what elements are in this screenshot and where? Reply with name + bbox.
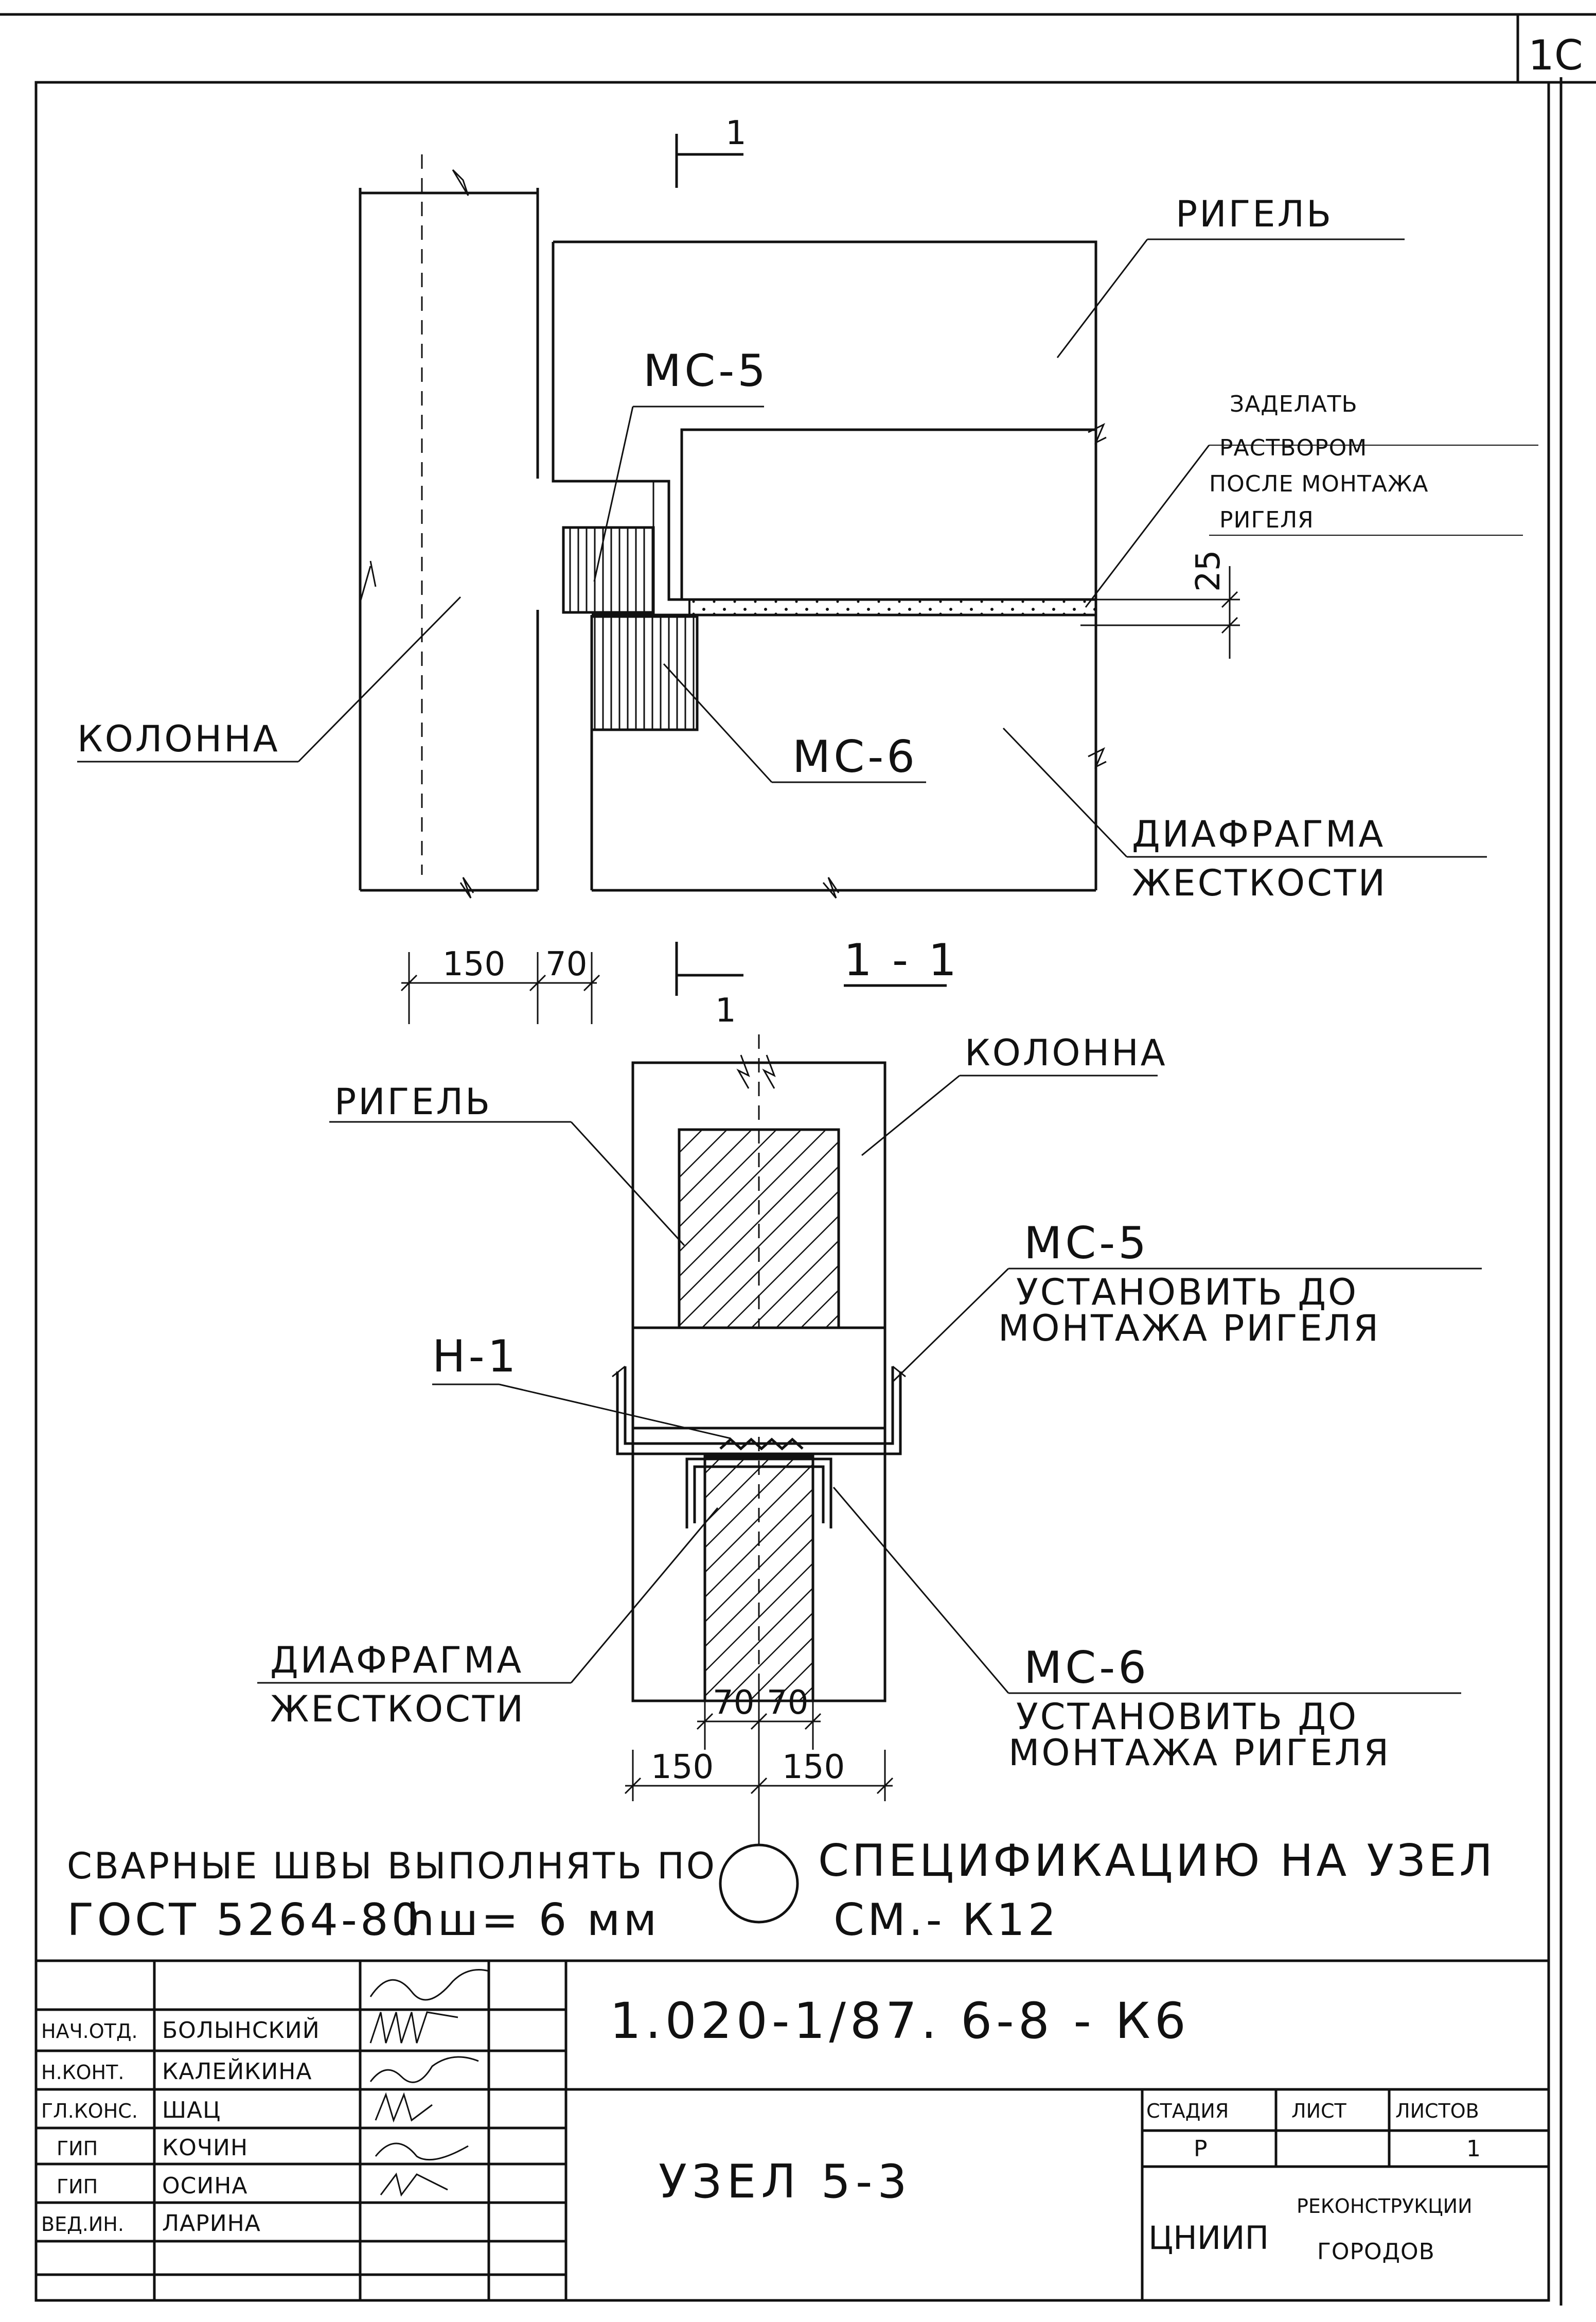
label-n1: Н-1 [432,1331,519,1382]
section-rigel-base [631,1326,886,1430]
spec-note-1: СПЕЦИФИКАЦИЮ НА УЗЕЛ [818,1835,1496,1887]
value-stage: Р [1194,2136,1208,2162]
role-4: ГИП [57,2137,98,2160]
section-ms6 [685,1457,832,1528]
ms5-note-1: УСТАНОВИТЬ ДО [1016,1271,1358,1313]
section-diaphragm [703,1455,814,1702]
elevation-view: 25 150 70 1 1 РИГЕЛЬ МС-5 ЗАДЕЛАТЬ РАСТВ… [77,114,1538,1030]
ms5-note-2: МОНТАЖА РИГЕЛЯ [998,1307,1380,1349]
label-kolonna-bottom: КОЛОННА [965,1032,1167,1074]
signature-1 [369,1969,489,2001]
org-name-2: ГОРОДОВ [1317,2239,1435,2265]
value-sheets: 1 [1466,2136,1481,2162]
note-zadelat-2: РАСТВОРОМ [1219,435,1367,461]
spec-note-2: СМ.- К12 [834,1894,1059,1946]
label-ms5-bottom: МС-5 [1024,1218,1149,1269]
signature-4 [375,2092,433,2123]
ms6-note-1: УСТАНОВИТЬ ДО [1016,1696,1358,1738]
role-1: НАЧ.ОТД. [41,2020,138,2043]
cut-mark-bottom: 1 [715,992,736,1030]
section-view: 70 70 150 150 КОЛОННА РИГЕЛЬ МС-5 УСТАНО… [257,1032,1482,1924]
signature-6 [380,2172,448,2197]
signature-5 [375,2142,469,2161]
diaphragm-outline [592,613,1097,890]
label-ms6-top: МС-6 [792,731,918,783]
dim-150-right: 150 [782,1748,845,1786]
dim-70-left: 70 [713,1684,754,1722]
role-5: ГИП [57,2175,98,2198]
role-2: Н.КОНТ. [41,2061,124,2084]
org-logo: ЦНИИП [1148,2219,1269,2257]
label-ms5-top: МС-5 [643,345,769,397]
label-diafragma-top-1: ДИАФРАГМА [1132,813,1385,855]
dim-150-top: 150 [442,945,505,983]
mortar-strip [688,599,1097,616]
label-rigel-bottom: РИГЕЛЬ [334,1081,492,1123]
header-sheet: ЛИСТ [1291,2100,1347,2122]
label-diafragma-top-2: ЖЕСТКОСТИ [1132,862,1387,904]
dim-25: 25 [1190,550,1228,592]
name-2: КАЛЕЙКИНА [162,2057,312,2085]
name-5: ОСИНА [162,2173,247,2199]
signature-2 [369,2011,458,2044]
name-1: БОЛЫНСКИЙ [162,2016,320,2044]
axis-bubble [719,1843,799,1924]
notes: СВАРНЫЕ ШВЫ ВЫПОЛНЯТЬ ПО ГОСТ 5264-80 hш… [67,1835,1496,1946]
sheet-number: 1C [1528,31,1583,79]
column-outline [359,188,539,890]
dim-70-right: 70 [767,1684,808,1722]
cut-mark-top: 1 [725,114,747,152]
note-zadelat-4: РИГЕЛЯ [1219,507,1314,533]
ms5-plate [562,526,655,614]
name-6: ЛАРИНА [162,2210,261,2237]
ms6-plate [590,615,699,731]
weld-note-2a: ГОСТ 5264-80 [67,1894,422,1946]
dim-70-top: 70 [545,945,587,983]
label-rigel-top: РИГЕЛЬ [1176,193,1333,235]
header-stage: СТАДИЯ [1146,2100,1229,2122]
document-code: 1.020-1/87. 6-8 - К6 [610,1992,1190,2050]
note-zadelat-3: ПОСЛЕ МОНТАЖА [1209,471,1428,497]
name-3: ШАЦ [162,2097,221,2123]
section-title: 1 - 1 [844,935,960,986]
org-name-1: РЕКОНСТРУКЦИИ [1297,2195,1473,2218]
weld-note-1: СВАРНЫЕ ШВЫ ВЫПОЛНЯТЬ ПО [67,1845,717,1887]
title-block: НАЧ.ОТД. БОЛЫНСКИЙ Н.КОНТ. КАЛЕЙКИНА ГЛ.… [36,1959,1549,2300]
label-kolonna-top: КОЛОННА [77,718,280,760]
name-4: КОЧИН [162,2135,248,2161]
header-sheets: ЛИСТОВ [1395,2100,1479,2122]
label-diafragma-bottom-2: ЖЕСТКОСТИ [270,1688,525,1730]
note-zadelat-1: ЗАДЕЛАТЬ [1230,391,1358,417]
weld-n1 [719,1437,804,1451]
role-3: ГЛ.КОНС. [41,2100,138,2122]
ms6-note-2: МОНТАЖА РИГЕЛЯ [1008,1732,1391,1774]
role-6: ВЕД.ИН. [41,2213,124,2236]
dim-150-left: 150 [651,1748,714,1786]
signature-3 [369,2056,479,2083]
label-diafragma-bottom-1: ДИАФРАГМА [270,1639,523,1681]
weld-note-2b: hш= 6 мм [406,1894,660,1946]
section-rigel [678,1128,840,1329]
sheet-frame: 1C [0,13,1596,2306]
label-ms6-bottom: МС-6 [1024,1642,1149,1694]
drawing-title: УЗЕЛ 5-3 [659,2155,912,2209]
